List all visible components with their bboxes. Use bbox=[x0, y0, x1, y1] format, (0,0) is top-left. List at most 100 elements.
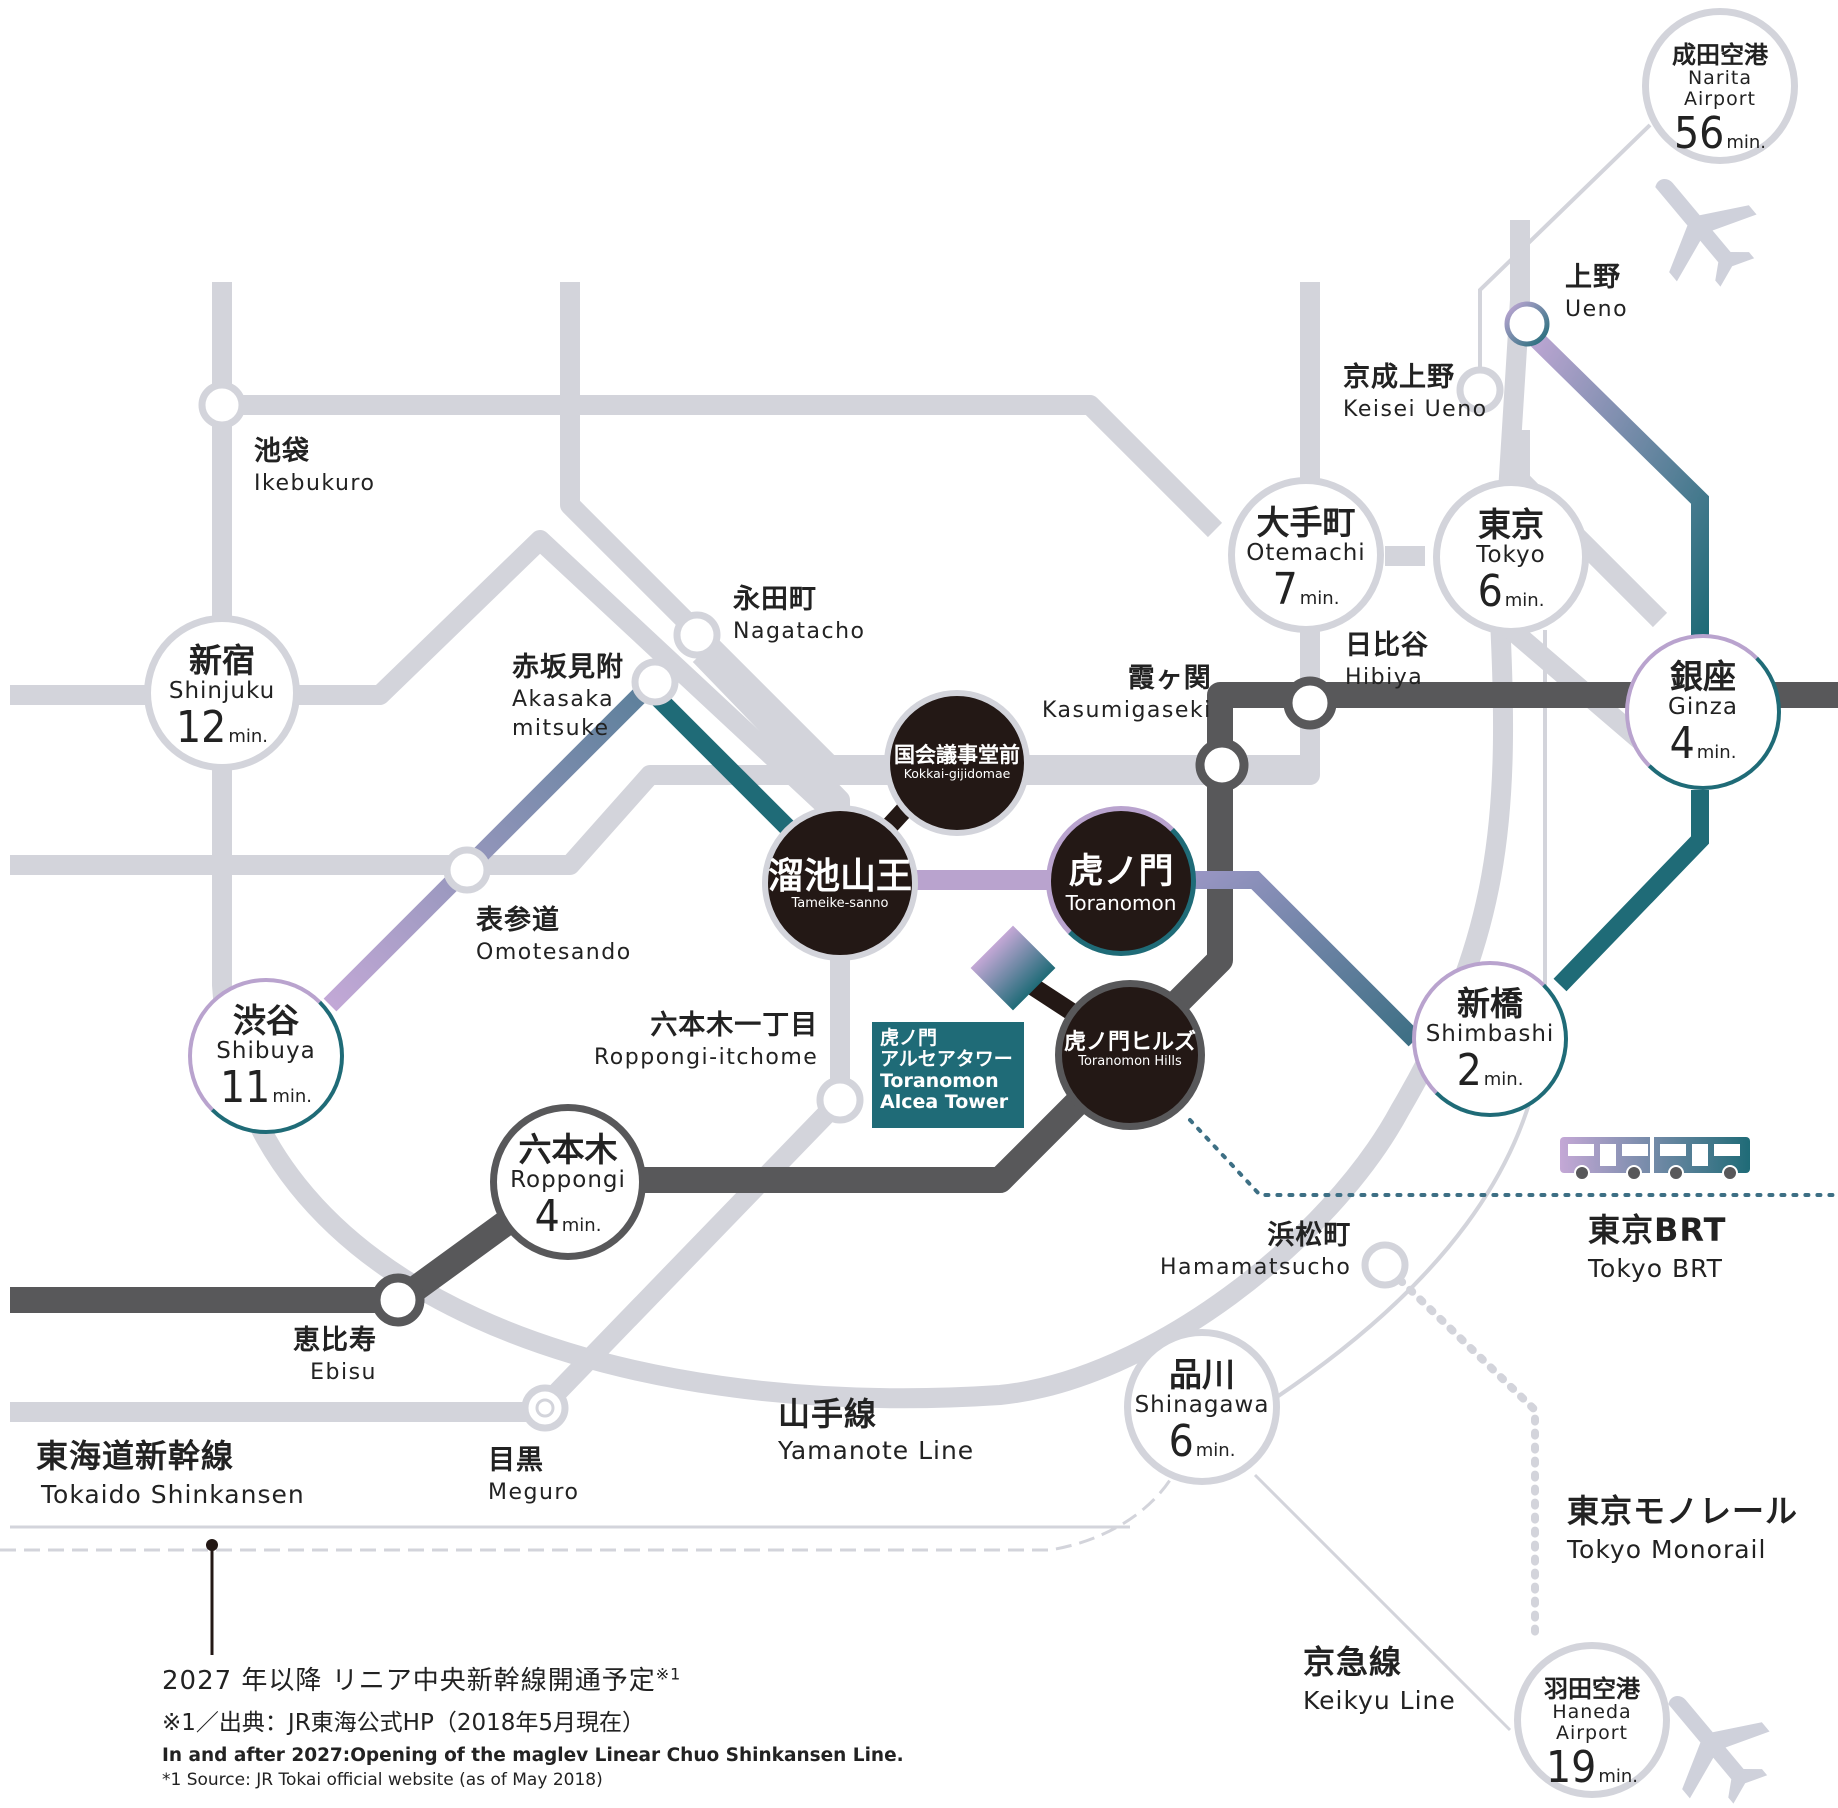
tokyo-min: 6 bbox=[1477, 565, 1503, 617]
alcea-line4: Alcea Tower bbox=[880, 1090, 1009, 1113]
brt-jp: 東京BRT bbox=[1588, 1211, 1727, 1249]
label-nagatacho: 永田町 Nagatacho bbox=[733, 584, 866, 644]
note-line2: ※1／出典：JR東海公式HP（2018年5月現在） bbox=[162, 1710, 645, 1736]
label-kasumigaseki: 霞ヶ関 Kasumigaseki bbox=[1042, 663, 1212, 723]
min-unit: min. bbox=[1726, 131, 1767, 153]
nagatacho-jp: 永田町 bbox=[733, 584, 817, 615]
ueno-jp: 上野 bbox=[1565, 262, 1621, 293]
monorail-dotted-line bbox=[1396, 1276, 1539, 1639]
alcea-line3: Toranomon bbox=[880, 1069, 999, 1092]
meguro-en: Meguro bbox=[488, 1480, 580, 1506]
ueno-node bbox=[1504, 301, 1550, 347]
ginza-line-akasaka-tameike bbox=[643, 683, 797, 837]
keikyu-jp: 京急線 bbox=[1303, 1643, 1403, 1681]
shimbashi-jp: 新橋 bbox=[1457, 984, 1523, 1023]
roppongi-en: Roppongi bbox=[510, 1166, 626, 1193]
meguro-jp: 目黒 bbox=[488, 1445, 544, 1476]
ebisu-jp: 恵比寿 bbox=[293, 1325, 377, 1356]
keisei-ueno-node bbox=[1456, 366, 1504, 414]
note-line4: *1 Source: JR Tokai official website (as… bbox=[162, 1770, 603, 1790]
ebisu-node bbox=[371, 1273, 425, 1327]
alcea-line1: 虎ノ門 bbox=[880, 1027, 938, 1049]
linear-chuo-note: 2027 年以降 リニア中央新幹線開通予定※1 ※1／出典：JR東海公式HP（2… bbox=[162, 1660, 904, 1790]
ginza-line-ueno-segment bbox=[1518, 321, 1709, 640]
marunouchi-line-path bbox=[222, 395, 1223, 538]
toranomon-jp: 虎ノ門 bbox=[1068, 852, 1174, 892]
meguro-inner-node bbox=[535, 1398, 555, 1418]
akasaka-jp: 赤坂見附 bbox=[512, 652, 624, 683]
shinjuku-min: 12 bbox=[175, 701, 227, 753]
ikebukuro-node bbox=[198, 381, 246, 429]
tokyo-jp: 東京 bbox=[1478, 505, 1544, 544]
min-unit: min. bbox=[272, 1085, 313, 1107]
shimbashi-en: Shimbashi bbox=[1425, 1020, 1555, 1047]
station-tameike-sanno[interactable]: 溜池山王 Tameike-sanno bbox=[762, 805, 918, 961]
ikebukuro-en: Ikebukuro bbox=[254, 471, 376, 497]
hamamatsucho-en: Hamamatsucho bbox=[1160, 1255, 1352, 1281]
roppongi-jp: 六本木 bbox=[518, 1130, 618, 1169]
shinjuku-jp: 新宿 bbox=[189, 641, 255, 680]
station-kokkai-gijidomae[interactable]: 国会議事堂前 Kokkai-gijidomae bbox=[884, 690, 1030, 836]
monorail-en: Tokyo Monorail bbox=[1567, 1534, 1767, 1564]
akasaka-en2: mitsuke bbox=[512, 716, 610, 742]
roppongi-itchome-jp: 六本木一丁目 bbox=[650, 1010, 819, 1041]
label-omotesando: 表参道 Omotesando bbox=[476, 905, 632, 965]
ginza-jp: 銀座 bbox=[1670, 657, 1736, 696]
ginza-line-shimbashi-segment bbox=[1553, 790, 1709, 992]
station-toranomon[interactable]: 虎ノ門 Toranomon bbox=[1046, 806, 1196, 956]
min-unit: min. bbox=[1483, 1068, 1524, 1090]
legend-keikyu: 京急線 Keikyu Line bbox=[1303, 1644, 1456, 1716]
min-unit: min. bbox=[1299, 587, 1340, 609]
label-ebisu: 恵比寿 Ebisu bbox=[293, 1325, 377, 1385]
nagatacho-node bbox=[673, 611, 721, 659]
shibuya-en: Shibuya bbox=[216, 1037, 316, 1064]
narita-jp: 成田空港 bbox=[1672, 41, 1768, 69]
note-line3: In and after 2027:Opening of the maglev … bbox=[162, 1745, 904, 1766]
keisei-ueno-jp: 京成上野 bbox=[1343, 362, 1455, 393]
kasumigaseki-node bbox=[1195, 738, 1249, 792]
hibiya-node bbox=[1283, 676, 1337, 730]
tameike-jp: 溜池山王 bbox=[768, 856, 913, 897]
brt-en: Tokyo BRT bbox=[1588, 1253, 1723, 1283]
kokkai-jp: 国会議事堂前 bbox=[894, 743, 1020, 767]
min-unit: min. bbox=[1504, 589, 1545, 611]
toranomon-en: Toranomon bbox=[1065, 890, 1177, 915]
haneda-min: 19 bbox=[1545, 1741, 1597, 1793]
toranomon-hills-en: Toranomon Hills bbox=[1078, 1054, 1182, 1070]
haneda-jp: 羽田空港 bbox=[1544, 1675, 1640, 1703]
tameike-en: Tameike-sanno bbox=[791, 895, 889, 911]
label-roppongi-itchome: 六本木一丁目 Roppongi-itchome bbox=[594, 1010, 818, 1070]
station-toranomon-hills[interactable]: 虎ノ門ヒルズ Toranomon Hills bbox=[1055, 980, 1205, 1130]
akasaka-mitsuke-node bbox=[631, 658, 679, 706]
keisei-ueno-en: Keisei Ueno bbox=[1343, 397, 1488, 423]
tokaido-jp: 東海道新幹線 bbox=[36, 1437, 235, 1475]
hibiya-jp: 日比谷 bbox=[1345, 630, 1429, 661]
min-unit: min. bbox=[1598, 1765, 1639, 1787]
shibuya-jp: 渋谷 bbox=[233, 1001, 299, 1040]
otemachi-jp: 大手町 bbox=[1256, 503, 1356, 542]
linear-chuo-dashed-line bbox=[0, 1479, 1172, 1552]
meguro-diag-line bbox=[537, 1093, 848, 1412]
keikyu-en: Keikyu Line bbox=[1303, 1685, 1456, 1715]
legend-brt: 東京BRT Tokyo BRT bbox=[1588, 1212, 1726, 1284]
min-unit: min. bbox=[228, 725, 269, 747]
alcea-tower-label[interactable]: 虎ノ門 アルセアタワー Toranomon Alcea Tower bbox=[872, 1022, 1024, 1128]
ginza-line-toranomon-shimbashi bbox=[1180, 871, 1422, 1047]
nagatacho-en: Nagatacho bbox=[733, 619, 866, 645]
otemachi-min: 7 bbox=[1272, 563, 1298, 615]
kokkai-en: Kokkai-gijidomae bbox=[903, 766, 1011, 782]
nanboku-line-path bbox=[692, 648, 850, 1090]
bus-icon bbox=[1560, 1137, 1750, 1181]
tokaido-en: Tokaido Shinkansen bbox=[41, 1479, 305, 1509]
